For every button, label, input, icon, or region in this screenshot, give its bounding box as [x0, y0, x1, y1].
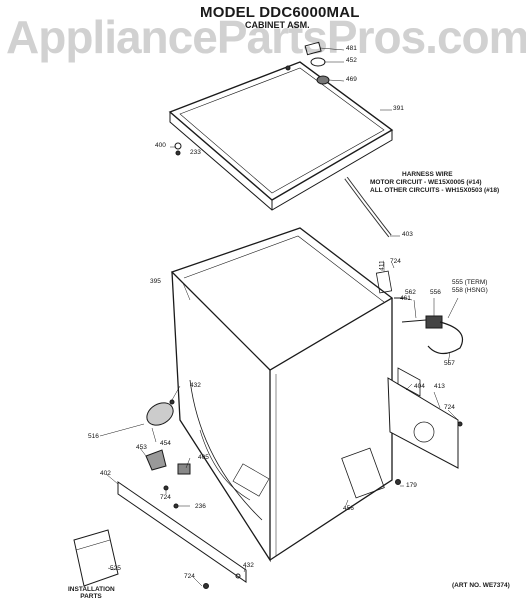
part-label-525[interactable]: 525: [110, 565, 121, 572]
part-label-556[interactable]: 556: [430, 289, 441, 296]
part-label-432-a[interactable]: 432: [190, 382, 201, 389]
part-label-413[interactable]: 413: [434, 383, 445, 390]
part-label-400[interactable]: 400: [155, 142, 166, 149]
part-label-411[interactable]: 411: [378, 260, 386, 271]
art-number: (ART NO. WE7374): [452, 582, 510, 589]
harness-note-other: ALL OTHER CIRCUITS - WH15X0503 (#18): [370, 187, 500, 194]
top-hinge-parts: [286, 42, 329, 84]
part-label-233[interactable]: 233: [190, 149, 201, 156]
part-label-724-d[interactable]: 724: [184, 573, 195, 580]
part-label-724-b[interactable]: 724: [444, 404, 455, 411]
part-label-404[interactable]: 404: [414, 383, 425, 390]
part-label-516[interactable]: 516: [88, 433, 99, 440]
part-label-452[interactable]: 452: [346, 57, 357, 64]
installation-parts-label: INSTALLATION PARTS: [68, 586, 115, 600]
part-label-432-b[interactable]: 432: [243, 562, 254, 569]
watermark: AppliancePartsPros.com: [6, 11, 526, 63]
harness-note: HARNESS WIRE MOTOR CIRCUIT - WE15X0005 (…: [370, 171, 499, 195]
part-label-555[interactable]: 555 (TERM): [452, 279, 488, 286]
top-panel: [170, 62, 392, 210]
part-label-405[interactable]: 405: [198, 454, 209, 461]
part-label-402[interactable]: 402: [100, 470, 111, 477]
part-label-562[interactable]: 562: [405, 289, 416, 296]
cabinet: [172, 228, 392, 560]
harness-parts: [376, 271, 462, 353]
model-title: MODEL DDC6000MAL: [200, 4, 360, 21]
part-label-453[interactable]: 453: [136, 444, 147, 451]
screw-400: [175, 143, 181, 155]
part-label-179[interactable]: 179: [406, 482, 417, 489]
part-label-481[interactable]: 481: [346, 45, 357, 52]
screws: [164, 422, 462, 589]
part-label-461[interactable]: 461: [400, 295, 411, 302]
back-panel: [388, 368, 458, 468]
part-label-403[interactable]: 403: [402, 231, 413, 238]
harness-note-title: HARNESS WIRE: [402, 171, 453, 178]
part-label-724-a[interactable]: 724: [390, 258, 401, 265]
part-label-724-c[interactable]: 724: [160, 494, 171, 501]
front-strip: [346, 178, 390, 236]
part-label-558[interactable]: 558 (HSNG): [452, 287, 488, 294]
toe-kick: [118, 482, 246, 582]
part-label-469[interactable]: 469: [346, 76, 357, 83]
leader-lines: [100, 48, 458, 586]
part-label-456[interactable]: 456: [343, 505, 354, 512]
assembly-subtitle: CABINET ASM.: [245, 20, 310, 30]
part-label-557[interactable]: 557: [444, 360, 455, 367]
harness-note-motor: MOTOR CIRCUIT - WE15X0005 (#14): [370, 179, 482, 186]
part-label-395[interactable]: 395: [150, 278, 161, 285]
part-label-391[interactable]: 391: [393, 105, 404, 112]
installation-envelope: [74, 530, 118, 586]
left-side-parts: [143, 398, 190, 474]
part-label-236[interactable]: 236: [195, 503, 206, 510]
part-label-454[interactable]: 454: [160, 440, 171, 447]
